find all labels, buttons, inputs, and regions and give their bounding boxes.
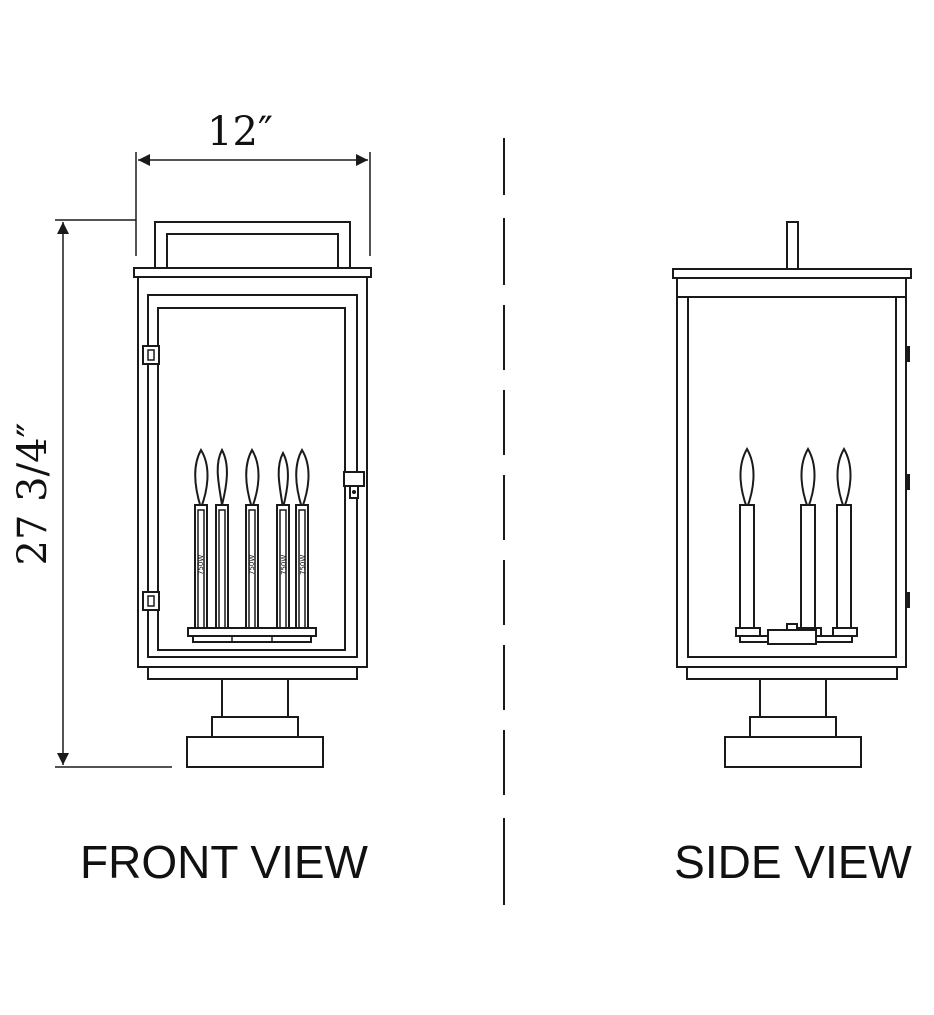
side-hinge-tab [905, 346, 910, 362]
candle-marking: 750W [299, 555, 307, 575]
front-hinge-top [142, 345, 160, 365]
side-candle [836, 447, 852, 631]
height-label: 27 3/4″ [10, 423, 56, 566]
side-view-label: SIDE VIEW [674, 836, 912, 888]
side-post-collar [749, 716, 837, 738]
side-body-outer [676, 296, 907, 668]
front-post-neck [221, 678, 289, 718]
side-top-cap [672, 268, 912, 279]
side-candle [739, 447, 755, 631]
front-hinge-bottom [142, 591, 160, 611]
side-bottom-rim [686, 666, 898, 680]
front-candle-base-plate [187, 627, 317, 637]
candle-marking: 750W [248, 555, 256, 575]
front-view-label: FRONT VIEW [80, 836, 369, 888]
side-top-band [676, 277, 907, 298]
side-post-neck [759, 678, 827, 718]
front-top-cap [133, 267, 372, 278]
side-hinge-tab [905, 474, 910, 490]
front-candle [215, 447, 229, 631]
side-body-inner [687, 296, 897, 658]
side-hinge-tab [905, 592, 910, 608]
side-candle [800, 447, 816, 631]
front-candle [295, 448, 310, 631]
height-dimension: 27 3/4″ [10, 219, 172, 768]
side-cup [832, 627, 858, 637]
front-candle-cluster: 750W 750W 750W 750W [187, 447, 317, 643]
side-top-stem [786, 221, 799, 271]
front-candle [194, 448, 209, 631]
candle-marking: 750W [280, 555, 288, 575]
front-top-frame-outer [154, 221, 351, 271]
side-view-lantern [672, 221, 912, 768]
front-top-frame-inner [166, 233, 339, 271]
candle-marking: 750W [197, 555, 205, 575]
side-cup [735, 627, 761, 637]
width-dimension: 12″ [135, 109, 371, 256]
front-post-base [186, 736, 324, 768]
side-post-base [724, 736, 862, 768]
front-view-lantern: 750W 750W 750W 750W [133, 221, 372, 768]
front-bottom-rim [147, 666, 358, 680]
side-candle-cluster [735, 447, 858, 645]
width-label: 12″ [207, 109, 273, 155]
front-candle [276, 450, 290, 631]
front-candle [245, 448, 260, 631]
front-post-collar [211, 716, 299, 738]
front-latch [343, 471, 365, 487]
